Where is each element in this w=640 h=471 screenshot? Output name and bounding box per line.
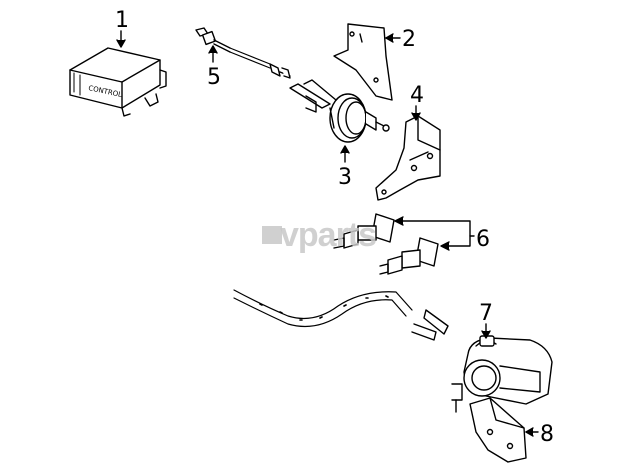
callout-5-label: 5: [207, 65, 221, 90]
callout-8: 8: [525, 422, 554, 447]
callout-1-label: 1: [115, 8, 129, 33]
callout-2: 2: [385, 27, 416, 52]
callout-8-label: 8: [540, 422, 554, 447]
watermark-text: vparts: [280, 216, 376, 254]
callout-1: 1: [115, 8, 129, 48]
cruise-servo-part[interactable]: [451, 335, 553, 413]
callout-5: 5: [207, 45, 221, 90]
callout-7-label: 7: [479, 301, 493, 326]
vparts-watermark-logo: vparts: [262, 216, 377, 254]
callout-4: 4: [410, 83, 424, 121]
callout-3-label: 3: [338, 165, 352, 190]
vacuum-bracket-part[interactable]: [333, 23, 393, 101]
callout-6: 6: [394, 216, 490, 252]
control-module-part[interactable]: CONTROL: [69, 47, 167, 117]
servo-bracket-part[interactable]: [469, 397, 527, 463]
callout-2-label: 2: [402, 27, 416, 52]
mounting-bracket-part[interactable]: [375, 115, 441, 201]
vacuum-actuator-part[interactable]: [289, 79, 390, 143]
release-switch-lower[interactable]: [379, 237, 439, 275]
callout-3: 3: [338, 145, 352, 190]
vacuum-hose-part[interactable]: [233, 289, 449, 341]
callout-4-label: 4: [410, 83, 424, 108]
callout-6-label: 6: [476, 227, 490, 252]
release-switch-upper[interactable]: [333, 213, 395, 249]
callout-7: 7: [479, 301, 493, 339]
control-cable-part[interactable]: [195, 27, 291, 79]
